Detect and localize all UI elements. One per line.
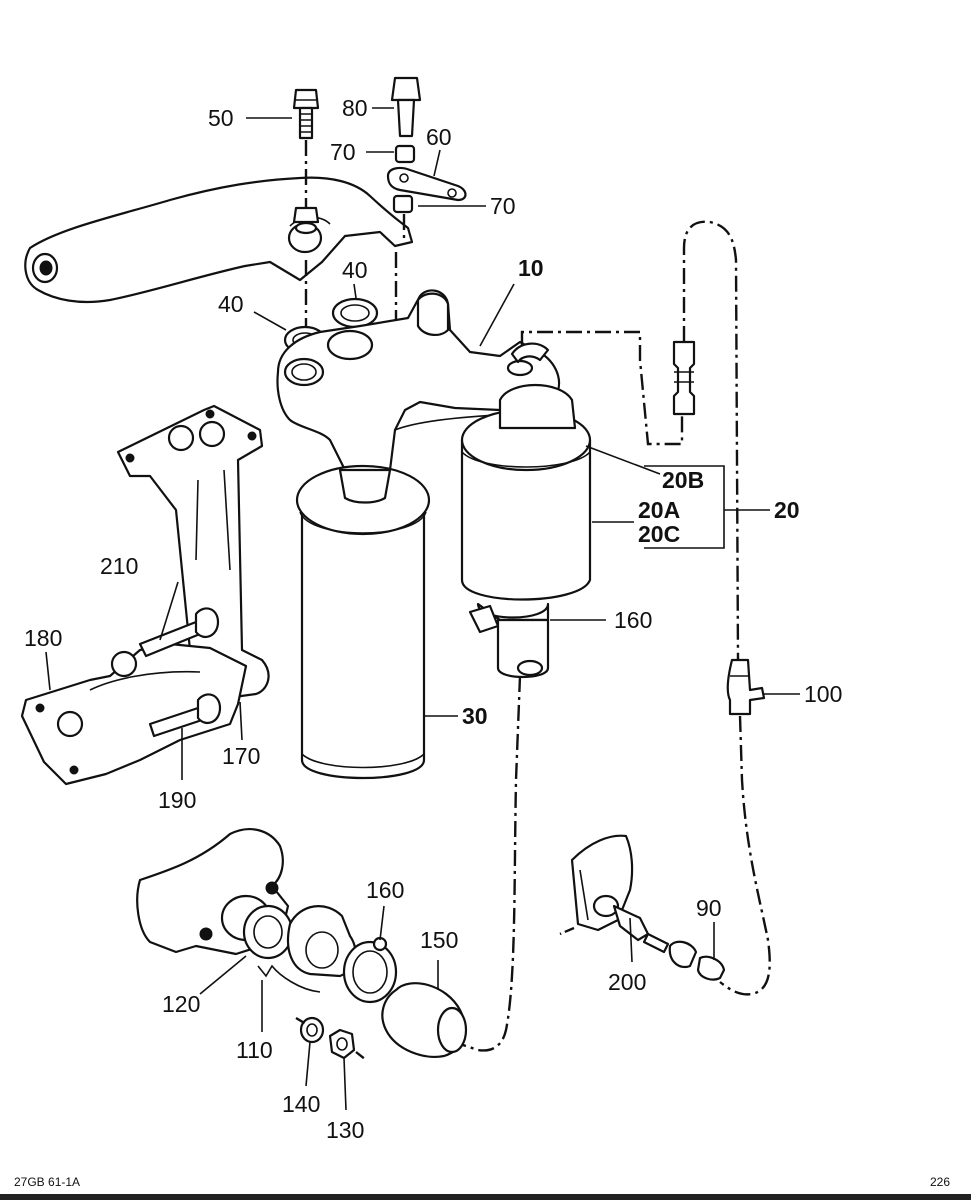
union-fitting-top (672, 340, 696, 416)
callout-160-lower: 160 (366, 877, 404, 903)
callout-120: 120 (162, 991, 200, 1017)
figure-code: 27GB 61-1A (14, 1175, 80, 1189)
plate-180 (20, 642, 248, 786)
callout-180: 180 (24, 625, 62, 651)
callout-20a: 20A (638, 497, 680, 523)
plate-60 (386, 166, 467, 202)
callout-10: 10 (518, 255, 544, 281)
callout-labels: 10 20 20B 20A 20C 30 40 40 50 60 70 70 8… (24, 95, 842, 1143)
callout-160-upper: 160 (614, 607, 652, 633)
page-number: 226 (930, 1175, 950, 1189)
washer-140 (299, 1016, 325, 1044)
fuel-line-bowl (459, 675, 522, 1052)
fuel-line-right (682, 220, 740, 661)
callout-20: 20 (774, 497, 800, 523)
filter-cartridge-30 (295, 464, 431, 780)
callout-140: 140 (282, 1091, 320, 1117)
callout-50: 50 (208, 105, 234, 131)
callout-40-right: 40 (342, 257, 368, 283)
filter-housing-20 (460, 383, 592, 678)
callout-130: 130 (326, 1117, 364, 1143)
fuel-line-top (520, 330, 684, 446)
callout-60: 60 (426, 124, 452, 150)
callout-80: 80 (342, 95, 368, 121)
gasket-120 (242, 904, 294, 960)
bolt-190 (148, 693, 222, 738)
callout-30: 30 (462, 703, 488, 729)
callout-70-lower: 70 (490, 193, 516, 219)
dash-130 (295, 1016, 367, 1061)
callout-210: 210 (100, 553, 138, 579)
callout-190: 190 (158, 787, 196, 813)
bolt-80 (390, 76, 422, 138)
callout-40-left: 40 (218, 291, 244, 317)
gasket-40-right (331, 297, 379, 329)
callout-170: 170 (222, 743, 260, 769)
dash-200 (559, 926, 575, 936)
engine-mount-200 (570, 834, 726, 981)
bracket-20 (644, 465, 770, 549)
callout-20c: 20C (638, 521, 680, 547)
callout-110: 110 (236, 1037, 273, 1063)
leader-lines (45, 107, 800, 1111)
callout-90: 90 (696, 895, 722, 921)
spacer-70-upper (394, 144, 416, 164)
page-bottom-border (0, 1194, 971, 1200)
fuel-line-lower-right (719, 715, 771, 996)
callout-70-upper: 70 (330, 139, 356, 165)
mounting-bracket-arm (24, 176, 414, 304)
sensor-100 (726, 658, 766, 716)
hose-adapter-150 (381, 982, 468, 1058)
callout-200: 200 (608, 969, 646, 995)
callout-150: 150 (420, 927, 458, 953)
clip-110 (257, 964, 321, 993)
nut-stack (292, 206, 320, 235)
spacer-70-lower (392, 194, 414, 214)
callout-20b: 20B (662, 467, 704, 493)
bolt-50 (292, 88, 320, 140)
nut-130 (328, 1028, 356, 1060)
bolt-210 (138, 607, 220, 658)
callout-100: 100 (804, 681, 842, 707)
